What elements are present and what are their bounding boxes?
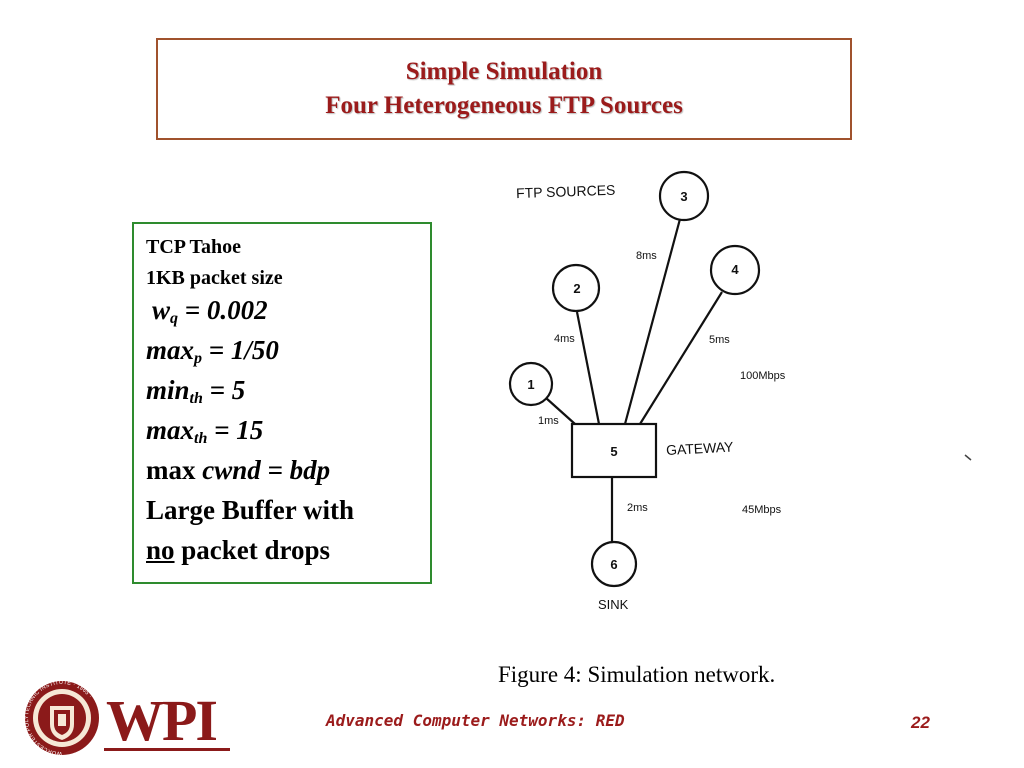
node-4-label: 4 [731,262,739,277]
cwnd-param: max cwnd = bdp [146,450,430,490]
minth-symbol: min [146,375,190,405]
drops-no: no [146,535,175,565]
slide-subtitle: Four Heterogeneous FTP Sources [325,92,683,119]
link-2-5 [575,311,601,425]
drops-text: no packet drops [146,530,430,570]
wq-value: = 0.002 [178,295,268,325]
maxth-value: = 15 [207,415,264,445]
stray-mark [964,454,972,461]
node-6-label: 6 [610,557,617,572]
node-3-label: 3 [680,189,687,204]
gateway-label: GATEWAY [666,438,735,458]
wpi-wordmark: WPI [106,688,216,753]
node-2-label: 2 [573,281,580,296]
course-title: Advanced Computer Networks: RED [326,711,625,730]
figure-caption: Figure 4: Simulation network. [498,662,776,687]
bandwidth-sink: 45Mbps [742,504,782,516]
maxth-subscript: th [194,430,208,447]
node-5-label: 5 [610,444,617,459]
drops-rest: packet drops [174,535,331,565]
maxth-param: maxth = 15 [146,410,430,450]
minth-param: minth = 5 [146,370,430,410]
logo-underline [104,748,230,751]
delay-2: 4ms [554,333,575,345]
link-4-5 [639,291,723,425]
gateway-box [570,422,658,479]
page-number: 22 [911,713,930,732]
title-box: Simple Simulation Four Heterogeneous FTP… [156,38,852,140]
seal-icon: WORCESTER POLYTECHNIC INSTITUTE · 1865 · [24,680,99,756]
node-1-circle [508,361,554,407]
delay-3: 8ms [636,250,657,262]
buffer-text: Large Buffer with [146,495,354,525]
protocol-text: TCP Tahoe [146,236,242,258]
wq-symbol: w [152,295,171,325]
bandwidth-sources: 100Mbps [740,370,786,382]
slide-title: Simple Simulation [405,58,603,85]
maxth-symbol: max [146,415,195,445]
maxp-subscript: p [194,350,203,367]
node-3-circle [658,170,710,222]
delay-1: 1ms [538,415,559,427]
node-4-circle [709,244,761,296]
node-1-label: 1 [527,377,534,392]
minth-subscript: th [189,390,203,407]
minth-value: = 5 [202,375,246,405]
link-3-5 [623,218,682,425]
maxp-symbol: max [146,335,195,365]
delay-4: 5ms [709,334,730,346]
cwnd-value: cwnd = bdp [202,455,331,485]
node-6-circle [590,540,638,588]
sink-label: SINK [598,597,629,612]
link-1-5 [545,397,576,425]
ftp-sources-label: FTP SOURCES [516,182,616,201]
node-2-circle [551,263,601,313]
wpi-logo: WORCESTER POLYTECHNIC INSTITUTE · 1865 ·… [24,680,230,756]
wq-subscript: q [170,310,179,327]
maxp-param: maxp = 1/50 [146,330,430,370]
wq-param: wq = 0.002 [146,290,430,330]
maxp-value: = 1/50 [202,335,279,365]
cwnd-prefix: max [146,455,203,485]
packet-size-text: 1KB packet size [146,267,283,289]
delay-6: 2ms [627,502,648,514]
parameters-box: TCP Tahoe 1KB packet size wq = 0.002 max… [132,222,432,584]
